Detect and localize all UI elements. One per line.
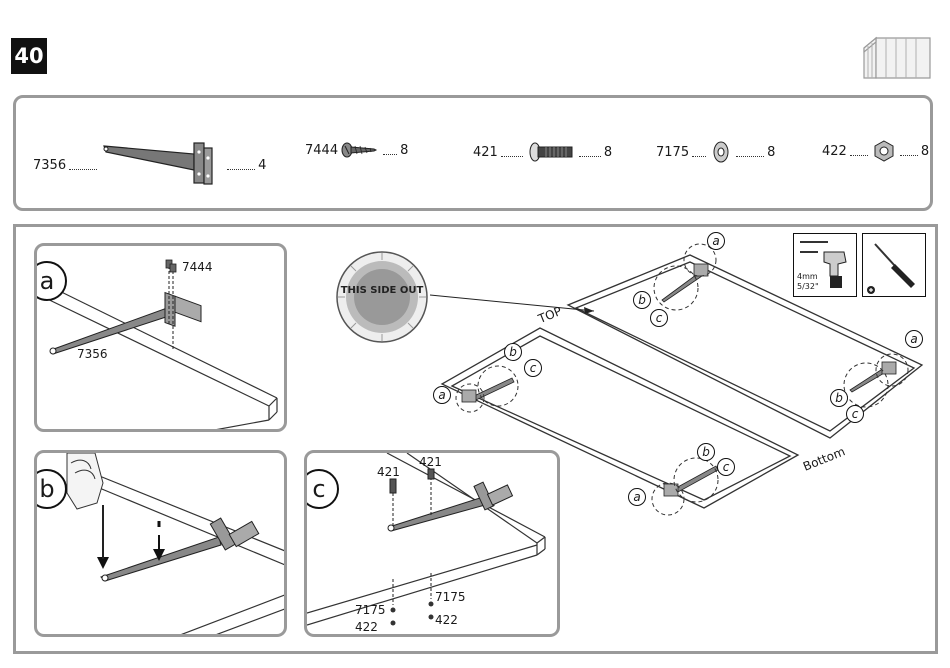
- screwdriver-tool-box: [862, 233, 926, 297]
- marker-c: c: [650, 309, 668, 327]
- marker-b: b: [697, 443, 715, 461]
- marker-c: c: [717, 458, 735, 476]
- marker-b: b: [633, 291, 651, 309]
- marker-a: a: [707, 232, 725, 250]
- marker-b: b: [504, 343, 522, 361]
- marker-a: a: [433, 386, 451, 404]
- drill-size-imperial-label: 5/32": [797, 282, 819, 291]
- drill-tool-box: 4mm 5/32": [793, 233, 857, 297]
- marker-b: b: [830, 389, 848, 407]
- marker-c: c: [846, 405, 864, 423]
- screwdriver-icon: [863, 234, 925, 296]
- drill-size-label: 4mm: [797, 272, 818, 281]
- marker-c: c: [524, 359, 542, 377]
- marker-a: a: [628, 488, 646, 506]
- marker-a: a: [905, 330, 923, 348]
